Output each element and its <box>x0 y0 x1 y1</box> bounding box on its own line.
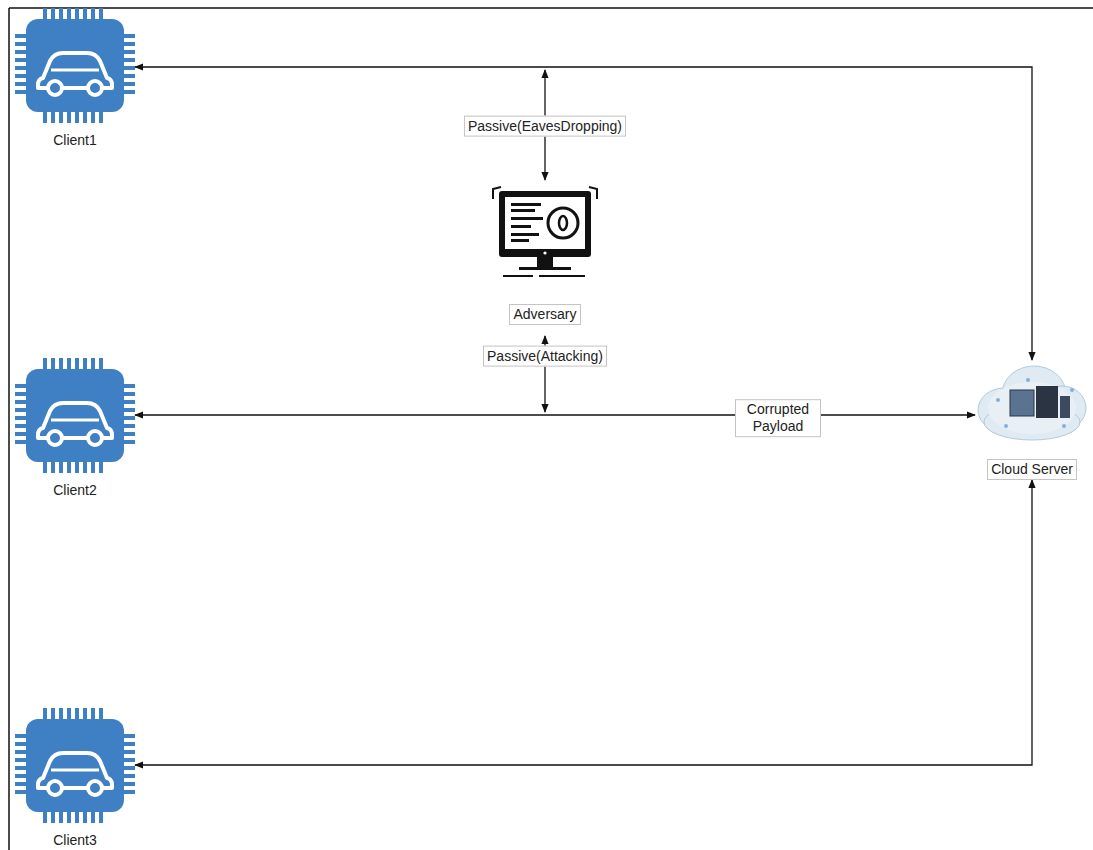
chip-car-icon <box>15 358 135 473</box>
icon-holder <box>976 360 1088 449</box>
car-wheel <box>48 431 62 445</box>
cloud-spark <box>1026 378 1030 382</box>
node-chip: Client3 <box>15 708 135 849</box>
node-label: Cloud Server <box>987 459 1077 480</box>
car-wheel <box>88 431 102 445</box>
car-wheel <box>88 81 102 95</box>
car-window-line <box>51 419 99 422</box>
chip-body <box>26 369 124 462</box>
attack-label: Passive(EavesDropping) <box>464 116 626 137</box>
cloud-spark <box>1004 424 1008 428</box>
car-wheel <box>88 781 102 795</box>
cloud-spark <box>1062 424 1066 428</box>
connector <box>135 480 1032 765</box>
cloud-server-icon <box>976 360 1088 446</box>
monitor-base <box>519 267 571 270</box>
base-line <box>503 275 533 277</box>
icon-holder <box>15 8 135 126</box>
node-label: Client3 <box>53 832 97 849</box>
monitor-stand <box>537 257 553 267</box>
node-label: Client1 <box>53 132 97 149</box>
frame-line <box>8 8 10 850</box>
connector <box>135 414 975 415</box>
connector <box>135 67 1032 360</box>
monitor-screen <box>505 197 585 249</box>
cloud-core <box>988 382 1076 434</box>
screen-dial <box>548 208 578 238</box>
chip-body <box>26 19 124 112</box>
car-window-line <box>51 69 99 72</box>
monitor-icon <box>489 183 601 291</box>
attack-label: Passive(Attacking) <box>483 346 607 367</box>
cloud-puff <box>1002 366 1066 422</box>
screen-dial-mark <box>559 216 567 230</box>
server-box <box>1060 396 1070 418</box>
car-wheel <box>48 81 62 95</box>
edge-label: Corrupted Payload <box>735 399 821 437</box>
chip-car-icon <box>15 708 135 823</box>
chip-car-icon <box>15 8 135 123</box>
node-cloud: Cloud Server <box>975 360 1089 480</box>
cloud-spark <box>996 398 1000 402</box>
server-screen <box>1010 390 1034 416</box>
icon-holder <box>15 708 135 826</box>
power-dot <box>543 251 546 254</box>
base-line <box>539 275 585 277</box>
car-wheel <box>48 781 62 795</box>
node-label: Client2 <box>53 482 97 499</box>
screen-line <box>511 239 529 242</box>
monitor-bezel <box>499 191 591 257</box>
screen-line <box>511 217 543 220</box>
node-chip: Client1 <box>15 8 135 149</box>
screen-line <box>511 203 541 206</box>
frame-line <box>9 7 1093 9</box>
screen-line <box>511 209 535 212</box>
screen-line <box>511 233 539 236</box>
cloud-spark <box>1070 388 1074 392</box>
chip-body <box>26 719 124 812</box>
node-label: Adversary <box>509 304 580 325</box>
car-window-line <box>51 769 99 772</box>
node-chip: Client2 <box>15 358 135 499</box>
node-monitor: Adversary <box>485 183 605 325</box>
server-tower <box>1036 386 1058 418</box>
screen-line <box>511 225 531 228</box>
icon-holder <box>489 183 601 294</box>
icon-holder <box>15 358 135 476</box>
